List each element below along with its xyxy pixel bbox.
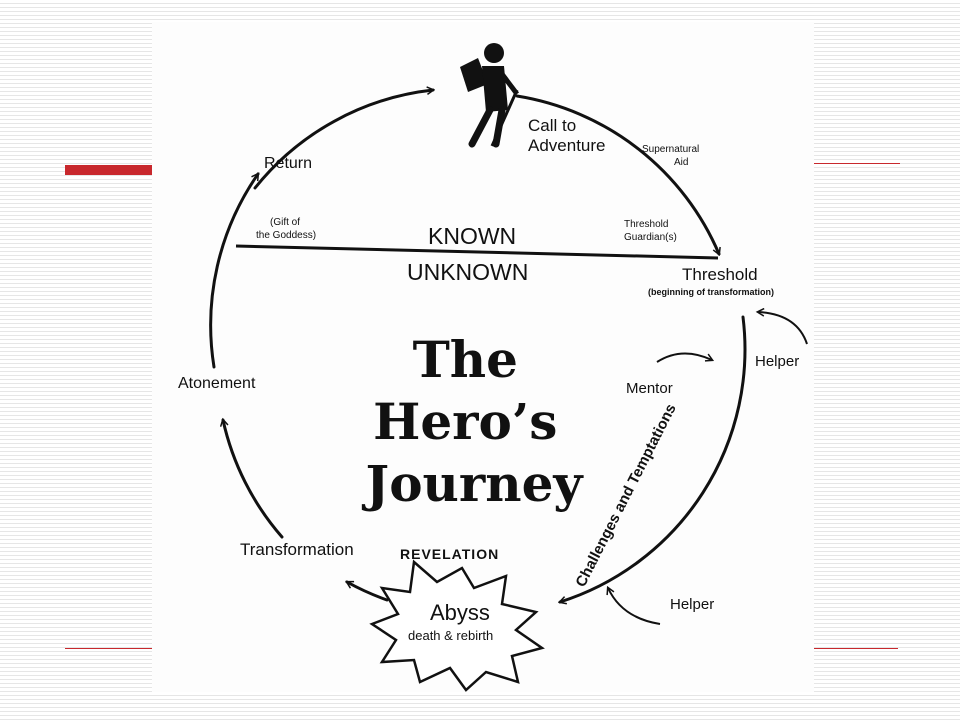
label-call-to-adventure: Call to Adventure [528,116,606,155]
arrow-helper-lower [608,588,661,625]
known-unknown-divider [235,244,719,260]
label-transformation: Transformation [240,540,354,559]
label-supernatural-aid: Supernatural Aid [642,144,702,168]
accent-rule-left [65,165,160,175]
label-known: KNOWN [428,223,516,249]
arrow-mentor [656,352,712,363]
label-abyss: Abyss [430,600,490,625]
abyss-burst [369,559,545,692]
diagram-canvas: KNOWN UNKNOWN Call to Adventure Supernat… [178,43,808,692]
journey-cycle [209,90,747,602]
arrow-helper-upper [758,312,808,345]
label-return: Return [264,155,312,172]
arc-atonement-to-return [209,174,260,369]
label-mentor: Mentor [626,380,673,397]
accent-rule-left-bottom [65,648,155,649]
label-threshold-guardians: Threshold Guardian(s) [624,219,677,243]
arc-return-to-call [253,90,433,190]
hiker-icon [460,43,519,148]
heros-journey-diagram: KNOWN UNKNOWN Call to Adventure Supernat… [152,22,814,692]
arc-call-to-threshold [515,94,719,254]
label-helper-upper: Helper [755,353,799,370]
label-unknown: UNKNOWN [407,259,528,285]
accent-rule-right-bottom [808,648,898,649]
arc-transformation-to-atonement [223,420,284,539]
label-abyss-note: death & rebirth [408,628,493,643]
arc-abyss-to-transformation [347,580,389,602]
label-helper-lower: Helper [670,596,714,613]
accent-rule-right-top [808,163,900,164]
arc-threshold-to-abyss [560,315,747,602]
label-revelation: REVELATION [400,546,499,562]
diagram-title: The Hero’s Journey [362,330,585,513]
label-atonement: Atonement [178,375,256,392]
label-threshold: Threshold [682,265,758,284]
label-gift-of-the-goddess: (Gift of the Goddess) [256,217,316,241]
label-challenges-and-temptations: Challenges and Temptations [572,401,679,590]
label-threshold-note: (beginning of transformation) [648,287,774,297]
